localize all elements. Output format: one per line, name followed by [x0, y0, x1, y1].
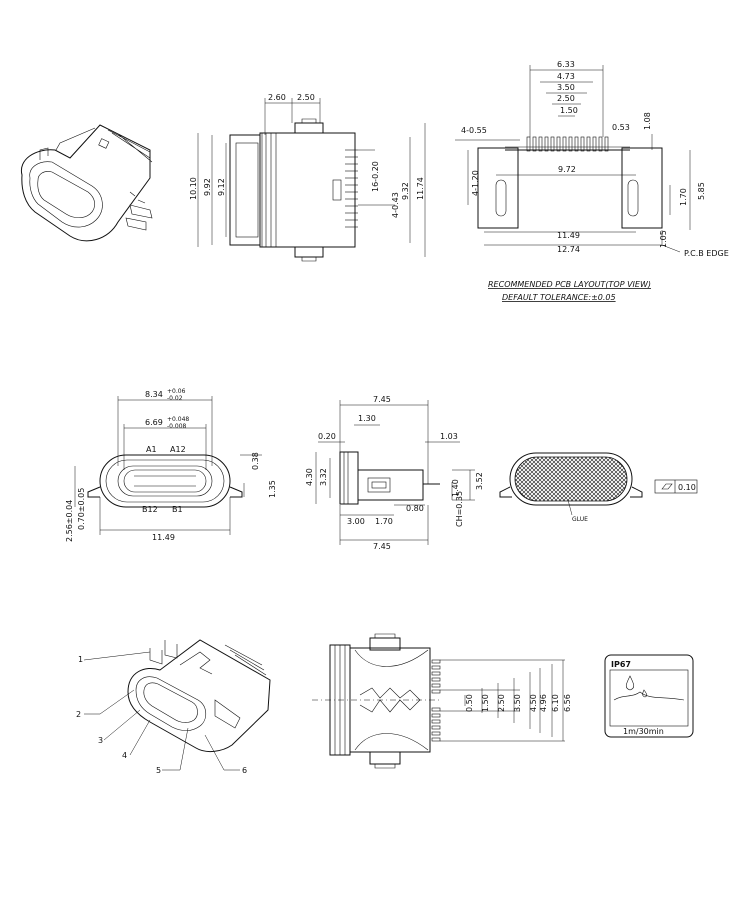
pcb-edge-label: P.C.B EDGE [684, 249, 729, 258]
pin-dim-3-50: 3.50 [513, 694, 522, 712]
pcb-dim-5-85: 5.85 [697, 182, 706, 200]
pcb-dim-4-1-20: 4-1.20 [471, 170, 480, 196]
pin-dim-4-96: 4.96 [539, 694, 548, 712]
pcb-dim-2-50: 2.50 [557, 94, 575, 103]
callout-4: 4 [122, 751, 127, 760]
pcb-dim-9-72: 9.72 [558, 165, 576, 174]
top-view: 2.60 2.50 10.10 9.92 9.12 16-0.20 4-0.43… [189, 93, 426, 262]
top-view-dim-11-74: 11.74 [416, 177, 425, 200]
callout-1: 1 [78, 655, 83, 664]
front-view: 8.34 +0.06 -0.02 6.69 +0.048 -0.008 A1 A… [65, 388, 277, 542]
front-dim-1-35: 1.35 [268, 480, 277, 498]
recommended-pcb-layout-note: RECOMMENDED PCB LAYOUT(TOP VIEW) [488, 280, 651, 289]
callout-3: 3 [98, 736, 103, 745]
side-dim-7-45-top: 7.45 [373, 395, 391, 404]
pcb-dim-0-53: 0.53 [612, 123, 630, 132]
pcb-dim-1-05: 1.05 [659, 230, 668, 248]
top-view-pins [345, 149, 358, 228]
pin-dim-2-50: 2.50 [497, 694, 506, 712]
ip67-condition: 1m/30min [623, 727, 664, 736]
pcb-dim-12-74: 12.74 [557, 245, 580, 254]
pin-dim-4-50: 4.50 [529, 694, 538, 712]
ip67-badge: IP67 1m/30min [604, 654, 694, 738]
front-dim-2-56: 2.56±0.04 [65, 500, 74, 542]
pcb-dim-1-50: 1.50 [560, 106, 578, 115]
water-drop-icon-small [642, 689, 648, 698]
pin-label-b1: B1 [172, 505, 183, 514]
isometric-view-bottom: 1 2 3 4 5 6 [76, 639, 271, 775]
pcb-dim-3-50: 3.50 [557, 83, 575, 92]
front-dim-8-34-tol-up: +0.06 [167, 388, 186, 395]
side-dim-ch-0-35: CH=0.35 [455, 491, 464, 527]
side-dim-0-80: 0.80 [406, 504, 424, 513]
water-drop-icon [625, 675, 635, 691]
top-view-dim-9-32: 9.32 [401, 182, 410, 200]
side-dim-1-30: 1.30 [358, 414, 376, 423]
flatness-value: 0.10 [678, 483, 696, 492]
default-tolerance-note: DEFAULT TOLERANCE:±0.05 [502, 293, 616, 302]
side-dim-0-20: 0.20 [318, 432, 336, 441]
pcb-layout-view: 6.33 4.73 3.50 2.50 1.50 1.08 0.53 4-0.5… [455, 60, 729, 258]
top-view-dim-4-0-43: 4-0.43 [391, 192, 400, 218]
front-dim-6-69-tol-up: +0.048 [167, 416, 189, 423]
front-dim-6-69: 6.69 [145, 418, 163, 427]
pin-view-pins [431, 659, 441, 742]
top-view-dim-2-50: 2.50 [297, 93, 315, 102]
top-view-dim-9-12: 9.12 [217, 178, 226, 196]
pcb-dim-6-33: 6.33 [557, 60, 575, 69]
ip67-label: IP67 [611, 660, 631, 669]
side-dim-3-00: 3.00 [347, 517, 365, 526]
seal-view: 0.10 GLUE [499, 452, 698, 523]
callout-2: 2 [76, 710, 81, 719]
pin-label-a1: A1 [146, 445, 157, 454]
top-view-dim-9-92: 9.92 [203, 178, 212, 196]
side-dim-1-70: 1.70 [375, 517, 393, 526]
pcb-dim-1-08: 1.08 [643, 112, 652, 130]
pcb-dim-1-70: 1.70 [679, 188, 688, 206]
front-dim-8-34-tol-down: -0.02 [167, 395, 183, 402]
front-dim-11-49: 11.49 [152, 533, 175, 542]
pin-dim-6-56: 6.56 [563, 694, 572, 712]
pcb-dim-4-0-55: 4-0.55 [461, 126, 487, 135]
side-dim-4-30: 4.30 [305, 468, 314, 486]
pcb-pads [526, 136, 609, 152]
side-dim-7-45-bottom: 7.45 [373, 542, 391, 551]
side-dim-1-40: 1.40 [451, 479, 460, 497]
side-dim-3-52: 3.52 [475, 472, 484, 490]
side-profile-view: 7.45 1.30 0.20 1.03 4.30 3.32 3.52 1.40 … [305, 395, 484, 551]
top-view-dim-16-0-20: 16-0.20 [371, 161, 380, 192]
pin-view: 0.50 1.50 2.50 3.50 4.50 4.96 6.10 6.56 [312, 633, 572, 769]
pcb-dim-11-49: 11.49 [557, 231, 580, 240]
pcb-dim-4-73: 4.73 [557, 72, 575, 81]
pin-label-b12: B12 [142, 505, 158, 514]
pin-label-a12: A12 [170, 445, 186, 454]
callout-6: 6 [242, 766, 247, 775]
isometric-view-top [20, 124, 153, 242]
pin-dim-0-50: 0.50 [465, 694, 474, 712]
front-dim-8-34: 8.34 [145, 390, 163, 399]
side-dim-1-03: 1.03 [440, 432, 458, 441]
front-dim-6-69-tol-down: -0.008 [167, 423, 187, 430]
notes: RECOMMENDED PCB LAYOUT(TOP VIEW) DEFAULT… [488, 280, 651, 302]
side-dim-3-32: 3.32 [319, 468, 328, 486]
top-view-dim-10-10: 10.10 [189, 177, 198, 200]
front-dim-0-70: 0.70±0.05 [77, 488, 86, 530]
pin-dim-6-10: 6.10 [551, 694, 560, 712]
callout-5: 5 [156, 766, 161, 775]
front-dim-0-38: 0.38 [251, 452, 260, 470]
glue-label: GLUE [572, 516, 588, 523]
pin-dim-1-50: 1.50 [481, 694, 490, 712]
top-view-dim-2-60: 2.60 [268, 93, 286, 102]
